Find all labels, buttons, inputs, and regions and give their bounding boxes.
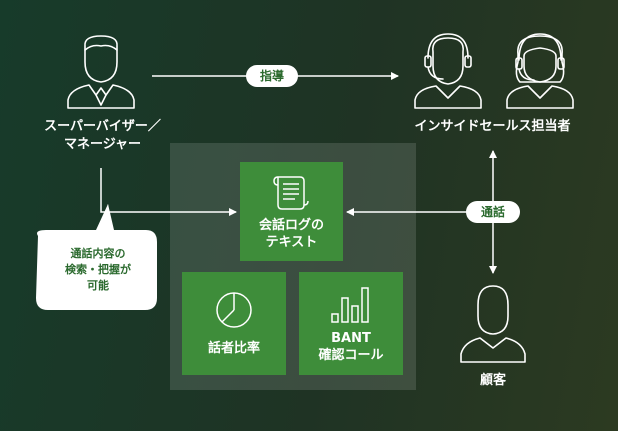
bant-line2: 確認コール bbox=[318, 347, 384, 363]
bubble-line1: 通話内容の bbox=[70, 247, 126, 260]
bubble-line3: 可能 bbox=[87, 279, 109, 292]
bar-chart-icon bbox=[331, 286, 369, 323]
customer-label: 顧客 bbox=[479, 373, 506, 388]
log-box-label: 会話ログの テキスト bbox=[259, 217, 324, 251]
log-box: 会話ログの テキスト bbox=[240, 162, 343, 261]
speaker-ratio-box: 話者比率 bbox=[182, 272, 286, 375]
speaker-ratio-label: 話者比率 bbox=[207, 341, 260, 356]
call-pill: 通話 bbox=[466, 201, 520, 223]
bant-line1: BANT bbox=[331, 330, 371, 346]
insidesales-label: インサイドセールス担当者 bbox=[414, 119, 571, 134]
log-box-line1: 会話ログの bbox=[258, 217, 324, 233]
instruction-pill: 指導 bbox=[246, 65, 298, 87]
bubble-text: 通話内容の 検索・把握が 可能 bbox=[40, 246, 156, 294]
scroll-icon bbox=[272, 175, 309, 210]
bant-label: BANT 確認コール bbox=[318, 330, 383, 364]
supervisor-to-log-arrow bbox=[100, 168, 237, 216]
supervisor-label-line2: マネージャー bbox=[63, 137, 142, 152]
supervisor-label: スーパーバイザー／ マネージャー bbox=[20, 118, 185, 154]
log-box-line2: テキスト bbox=[265, 234, 318, 250]
pie-chart-icon bbox=[216, 292, 252, 328]
supervisor-label-line1: スーパーバイザー／ bbox=[44, 119, 161, 134]
bubble-line2: 検索・把握が bbox=[65, 263, 131, 276]
bant-box: BANT 確認コール bbox=[299, 272, 403, 375]
